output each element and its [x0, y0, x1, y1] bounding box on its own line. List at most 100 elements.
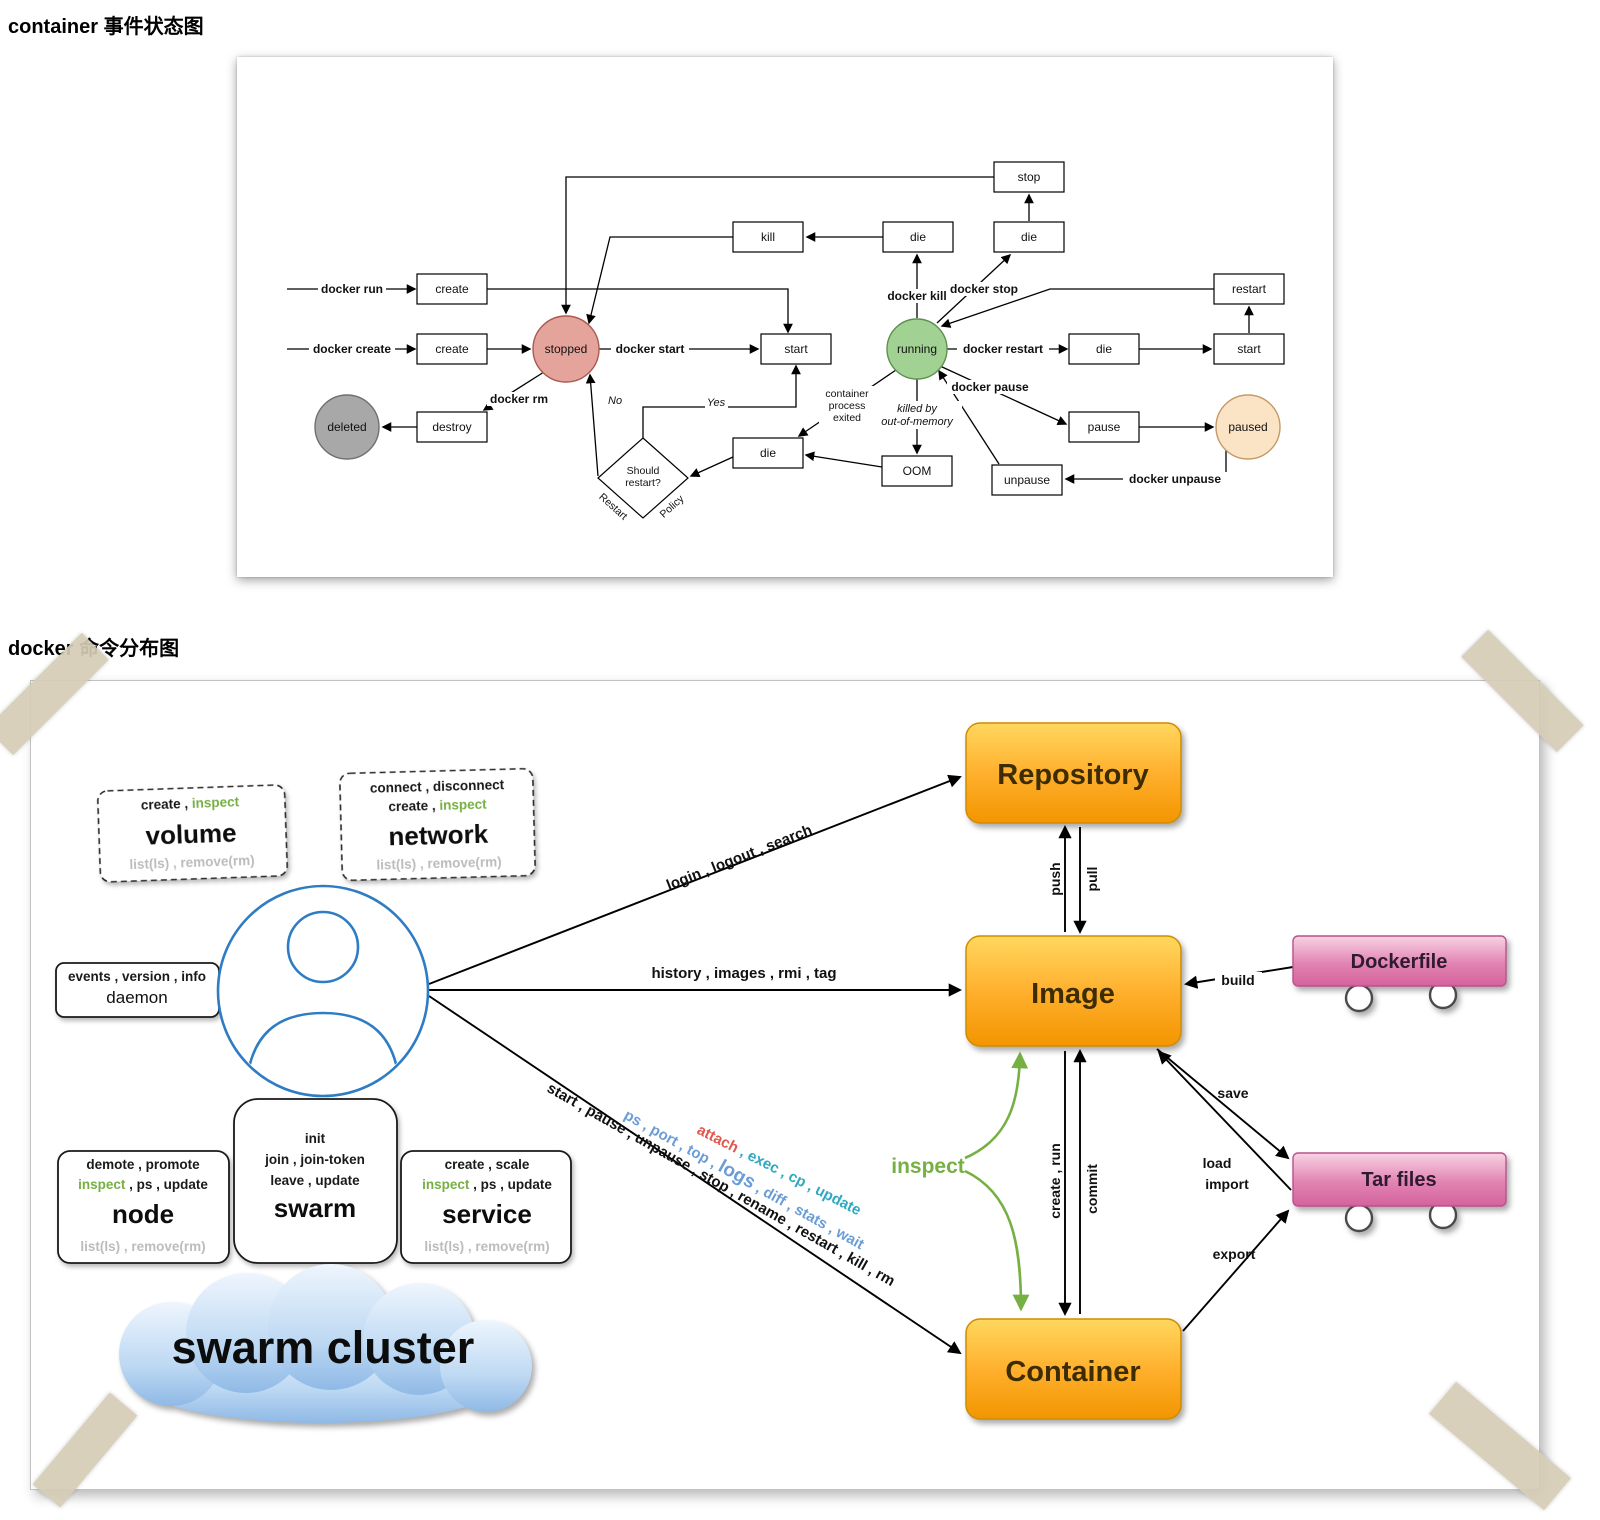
edge-user-container [428, 995, 962, 1355]
node-box [1068, 333, 1140, 365]
group-box [400, 1150, 572, 1264]
edge-label-docker-run: docker run [318, 282, 386, 296]
state-deleted: deleted [314, 394, 380, 460]
network-ops: connect , disconnect [370, 777, 505, 796]
group-box [57, 1150, 230, 1264]
entity-box [965, 935, 1182, 1047]
edge-label: docker stop [950, 282, 1018, 296]
cloud-part [268, 1264, 394, 1390]
edge-label-yes: Yes [705, 396, 728, 409]
network-name: network [388, 819, 489, 852]
edge-label-image: history , images , rmi , tag [651, 965, 836, 982]
edge-label: killed by [897, 403, 938, 415]
label-bg [487, 392, 551, 406]
state-box-die-bottom: die [732, 437, 804, 469]
state-running: running [886, 318, 948, 380]
ops-part: create , [141, 796, 193, 813]
node-box [991, 464, 1063, 496]
node-label: die [1096, 342, 1112, 356]
edge-inspect-image [964, 1051, 1029, 1160]
edge-user-repository [428, 774, 962, 985]
cloud-part [440, 1320, 532, 1412]
state-diagram-svg: stop die die kill create create start di… [287, 161, 1285, 523]
edge-label-docker-create: docker create [309, 342, 395, 356]
state-circle [886, 318, 948, 380]
state-circles: stopped running deleted paused [314, 315, 1281, 460]
user-body [244, 1011, 402, 1094]
edge-label: docker kill [887, 289, 946, 303]
service-ops: inspect , ps , update [422, 1177, 552, 1192]
swarm-box: init join , join-token leave , update sw… [233, 1098, 398, 1264]
node-ops: inspect , ps , update [78, 1177, 208, 1192]
command-edge-labels: login , logout , search history , images… [544, 821, 1262, 1290]
label-bg [883, 289, 951, 303]
node-label: die [910, 230, 926, 244]
state-box-die-top-mid: die [882, 221, 954, 253]
user-silhouette [244, 910, 402, 1094]
edge-label: exited [833, 412, 861, 424]
node-box [416, 273, 488, 305]
entity-box [965, 722, 1182, 824]
state-box-die-top-right: die [993, 221, 1065, 253]
node-label: pause [1088, 420, 1121, 434]
state-label: deleted [327, 420, 366, 434]
label-bg [705, 396, 728, 409]
edge-label: docker start [616, 342, 685, 356]
label-bg [947, 380, 1033, 394]
edge-label: Yes [707, 397, 726, 409]
label-bg [957, 342, 1049, 356]
node-box [416, 333, 488, 365]
node-ops: demote , promote [86, 1157, 200, 1172]
network-box: connect , disconnect create , inspect ne… [339, 767, 536, 882]
state-box-kill: kill [732, 221, 804, 253]
repository-node: Repository [965, 722, 1182, 824]
edge-label-push: push [1047, 862, 1063, 895]
edge-label-commit: commit [1084, 1164, 1100, 1214]
ops-part: , ps , update [469, 1177, 552, 1192]
edge-label-repository: login , logout , search [664, 821, 814, 894]
group-box [97, 784, 289, 883]
node-label: create [435, 342, 469, 356]
edge-label: docker unpause [1129, 472, 1221, 486]
edge-label-container-black: start , pause , unpause , stop , rename … [544, 1080, 898, 1290]
node-box [732, 221, 804, 253]
command-edges [428, 774, 1294, 1355]
node-box [1068, 411, 1140, 443]
user-head [286, 910, 360, 984]
state-diagram-title: container 事件状态图 [8, 16, 204, 38]
node-box [993, 161, 1065, 193]
ops-part: create , [388, 798, 439, 814]
state-box-start-mid: start [760, 333, 832, 365]
volume-name: volume [145, 817, 237, 850]
edge-die-to-decision [689, 456, 734, 478]
volume-ops: create , inspect [141, 794, 240, 812]
edge-label-docker-kill: docker kill [883, 289, 951, 303]
node-name: node [112, 1199, 174, 1229]
edge-label-docker-pause: docker pause [947, 380, 1033, 394]
entity-box [1292, 1152, 1507, 1207]
user-icon [216, 884, 430, 1098]
state-circle [1215, 394, 1281, 460]
state-edge-labels: docker run docker create docker start do… [309, 282, 1227, 486]
cloud-shape [119, 1264, 532, 1423]
service-box: create , scale inspect , ps , update ser… [400, 1150, 572, 1264]
tarfiles-label: Tar files [1361, 1169, 1436, 1191]
edge-label-docker-unpause: docker unpause [1123, 472, 1227, 486]
edge-label-docker-stop: docker stop [947, 282, 1021, 296]
wheel-icon [1344, 1203, 1374, 1233]
state-circle [532, 315, 600, 383]
edge-label-import: import [1205, 1176, 1249, 1192]
label-bg [872, 401, 962, 429]
service-name: service [442, 1199, 532, 1229]
edge-label: docker pause [951, 380, 1029, 394]
node-label: start [1237, 342, 1261, 356]
node-label: create [435, 282, 469, 296]
state-box-create-create: create [416, 333, 488, 365]
edge-label: out-of-memory [881, 416, 954, 428]
edge-create-to-start [487, 288, 793, 334]
label-bg [819, 386, 875, 426]
container-node: Container [965, 1318, 1182, 1420]
